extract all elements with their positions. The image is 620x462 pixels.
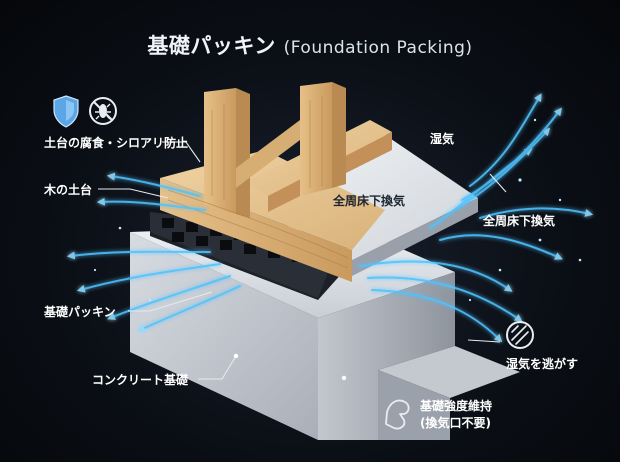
label-strength: 基礎強度維持 (換気口不要) xyxy=(420,398,492,432)
label-strength-line1: 基礎強度維持 xyxy=(420,399,493,413)
diagram-title: 基礎パッキン (Foundation Packing) xyxy=(0,30,620,60)
label-concrete-foundation: コンクリート基礎 xyxy=(92,373,189,387)
label-floor-vent: 全周床下換気 xyxy=(333,194,406,208)
leader-lines xyxy=(98,141,507,380)
label-strength-line2: (換気口不要) xyxy=(420,416,491,430)
air-particles xyxy=(93,118,582,302)
label-floor-vent-right: 全周床下換気 xyxy=(483,214,556,228)
airflow-arrows xyxy=(66,93,594,343)
label-foundation-packing: 基礎パッキン xyxy=(44,305,116,319)
label-termite-prevention: 土台の腐食・シロアリ防止 xyxy=(44,136,189,150)
wood-frame xyxy=(160,82,392,282)
label-humidity: 湿気 xyxy=(430,132,455,146)
label-release-humidity: 湿気を逃がす xyxy=(506,357,579,371)
title-sub: (Foundation Packing) xyxy=(283,38,473,58)
title-main: 基礎パッキン xyxy=(147,34,276,58)
label-wood-sill: 木の土台 xyxy=(44,183,93,197)
